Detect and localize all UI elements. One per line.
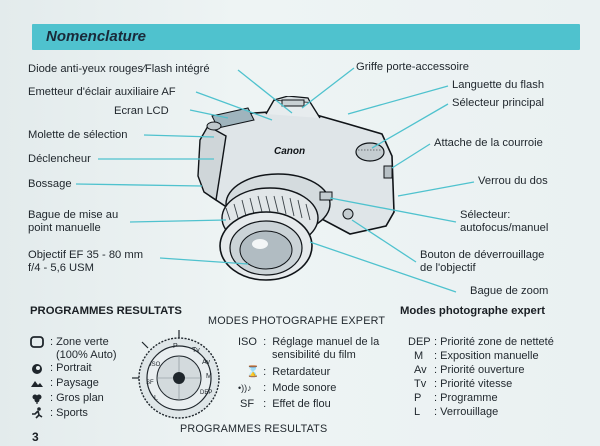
center-item-sf-key: SF — [240, 398, 260, 411]
dial-mark-sf: SF — [146, 380, 154, 386]
center-item-iso-label: Réglage manuel de la — [269, 336, 379, 348]
callout-back-lock: Verrou du dos — [478, 175, 548, 188]
expert-item-tv: Tv: Priorité vitesse — [408, 378, 512, 391]
expert-item-dep-label: : Priorité zone de netteté — [434, 336, 554, 348]
callout-lens-release-2: de l'objectif — [420, 262, 476, 275]
expert-item-lock: L: Verrouillage — [408, 406, 498, 419]
expert-item-av-key: Av — [408, 364, 434, 377]
self-timer-icon: ⌛ — [246, 366, 260, 379]
expert-item-dep-key: DEP — [408, 336, 434, 349]
expert-heading: Modes photographe expert — [400, 305, 545, 317]
callout-hot-shoe: Griffe porte-accessoire — [356, 61, 469, 74]
expert-item-dep: DEP: Priorité zone de netteté — [408, 336, 554, 349]
dial-top-label: MODES PHOTOGRAPHE EXPERT — [208, 315, 385, 327]
center-item-iso-key: ISO — [238, 336, 260, 349]
center-item-sf-label: Effet de flou — [269, 398, 331, 410]
center-item-timer: ⌛ : Retardateur — [246, 366, 330, 379]
results-item-green-zone: : Zone verte — [50, 336, 109, 349]
center-item-iso: ISO : Réglage manuel de la — [238, 336, 379, 349]
callout-red-eye-flash: Diode anti-yeux rouges∕Flash intégré — [28, 63, 210, 76]
green-zone-icon — [30, 336, 44, 348]
callout-strap-lug: Attache de la courroie — [434, 137, 543, 150]
results-heading: PROGRAMMES RESULTATS — [30, 305, 182, 317]
results-item-sports: : Sports — [50, 407, 88, 420]
callout-grip: Bossage — [28, 178, 72, 191]
expert-item-tv-label: : Priorité vitesse — [434, 378, 512, 390]
callout-af-mf-switch-1: Sélecteur: — [460, 209, 510, 222]
dial-mark-av: Av — [202, 359, 211, 366]
expert-item-m: M: Exposition manuelle — [408, 350, 539, 363]
expert-item-av-label: : Priorité ouverture — [434, 364, 524, 376]
dial-mark-l: L — [154, 395, 158, 402]
results-item-green-zone-sub: (100% Auto) — [56, 349, 117, 362]
expert-item-m-key: M — [408, 350, 434, 363]
callout-zoom-ring: Bague de zoom — [470, 285, 548, 298]
expert-item-tv-key: Tv — [408, 378, 434, 391]
expert-item-p: P: Programme — [408, 392, 498, 405]
center-item-iso-sep: : — [263, 336, 266, 348]
callout-shutter-button: Déclencheur — [28, 153, 91, 166]
dial-mark-dep: DEP — [200, 390, 212, 396]
mode-dial: P Tv Av M DEP ISO SF L — [124, 326, 234, 424]
callout-focus-ring-1: Bague de mise au — [28, 209, 118, 222]
closeup-icon — [30, 392, 44, 404]
beep-icon: •))♪ — [238, 382, 260, 395]
callout-lens-1: Objectif EF 35 - 80 mm — [28, 249, 143, 262]
sports-icon — [30, 407, 44, 419]
callout-selection-dial: Molette de sélection — [28, 129, 128, 142]
lock-icon-key: L — [408, 406, 434, 419]
callout-lens-release-1: Bouton de déverrouillage — [420, 249, 544, 262]
page-number: 3 — [32, 430, 39, 444]
callout-lcd: Ecran LCD — [114, 105, 169, 118]
callout-af-assist: Emetteur d'éclair auxiliaire AF — [28, 86, 176, 99]
results-item-closeup: : Gros plan — [50, 392, 104, 405]
landscape-icon — [30, 377, 44, 389]
expert-item-av: Av: Priorité ouverture — [408, 364, 524, 377]
center-item-beep-label: Mode sonore — [269, 382, 336, 394]
callout-focus-ring-2: point manuelle — [28, 222, 101, 235]
center-item-timer-label: Retardateur — [269, 366, 330, 378]
center-item-beep: •))♪ : Mode sonore — [238, 382, 336, 395]
dial-mark-iso: ISO — [150, 362, 161, 368]
center-item-timer-sep: : — [263, 366, 266, 378]
center-item-beep-sep: : — [263, 382, 266, 394]
dial-mark-p: P — [173, 343, 178, 350]
dial-bottom-label: PROGRAMMES RESULTATS — [180, 423, 327, 435]
results-item-landscape: : Paysage — [50, 377, 99, 390]
dial-mark-m: M — [206, 373, 212, 380]
center-item-iso-label2: sensibilité du film — [272, 349, 356, 362]
expert-item-p-label: : Programme — [434, 392, 498, 404]
center-item-sf: SF : Effet de flou — [240, 398, 331, 411]
center-item-sf-sep: : — [263, 398, 266, 410]
results-item-portrait: : Portrait — [50, 362, 92, 375]
callout-main-dial: Sélecteur principal — [452, 97, 544, 110]
callout-lens-2: f/4 - 5,6 USM — [28, 262, 94, 275]
expert-item-p-key: P — [408, 392, 434, 405]
expert-item-lock-label: : Verrouillage — [434, 406, 498, 418]
portrait-icon — [30, 363, 44, 375]
dial-mark-tv: Tv — [192, 347, 200, 354]
callout-flash-tab: Languette du flash — [452, 79, 544, 92]
callout-af-mf-switch-2: autofocus/manuel — [460, 222, 548, 235]
expert-item-m-label: : Exposition manuelle — [434, 350, 539, 362]
